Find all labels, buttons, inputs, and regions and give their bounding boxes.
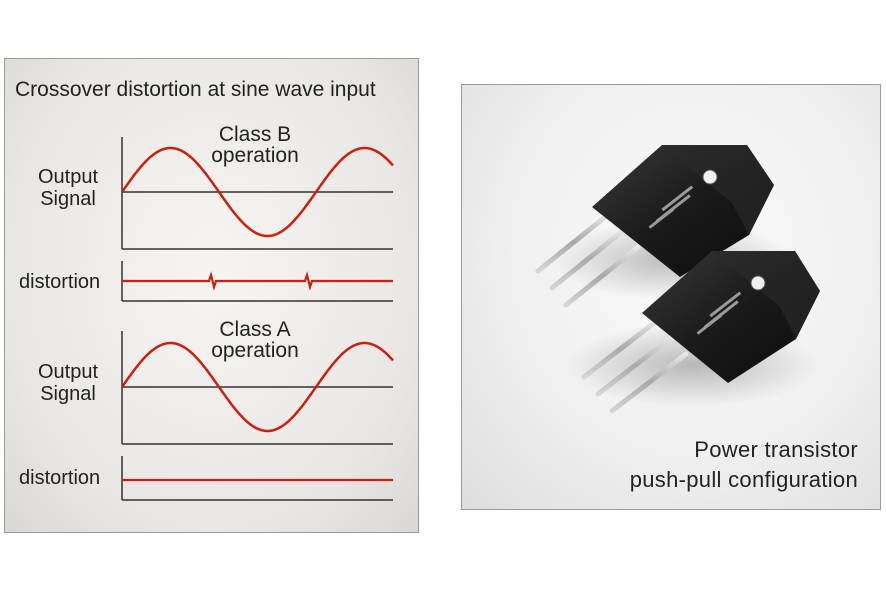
photo-caption-line2: push-pull configuration bbox=[629, 467, 858, 492]
transistor-upper-markings bbox=[648, 185, 694, 229]
class-b-output-waveform bbox=[120, 146, 394, 238]
transistor-lower bbox=[567, 251, 820, 414]
transistor-lower-leads bbox=[581, 317, 689, 414]
output-signal-label-b-line2: Signal bbox=[40, 188, 96, 210]
transistor-lower-tab bbox=[712, 251, 820, 339]
diagram-title: Crossover distortion at sine wave input bbox=[15, 78, 376, 101]
output-signal-label-b-line1: Output bbox=[38, 166, 98, 188]
transistor-upper-leads bbox=[535, 210, 641, 308]
distortion-label-a: distortion bbox=[19, 467, 100, 489]
diagram-svg: Crossover distortion at sine wave input … bbox=[15, 78, 394, 501]
crossover-distortion-diagram: Crossover distortion at sine wave input … bbox=[4, 58, 419, 533]
output-signal-label-a-line2: Signal bbox=[40, 383, 96, 405]
class-a-output-waveform bbox=[120, 341, 394, 433]
transistor-lower-mounting-hole bbox=[750, 275, 766, 291]
class-b-label-line1: Class B bbox=[219, 123, 291, 146]
distortion-label-b: distortion bbox=[19, 271, 100, 293]
transistor-photo-panel: Power transistor push-pull configuration bbox=[461, 84, 881, 510]
transistor-lower-markings bbox=[696, 291, 742, 335]
class-a-label-line2: operation bbox=[211, 339, 299, 362]
transistor-photo bbox=[535, 145, 820, 414]
class-b-label-line2: operation bbox=[211, 144, 299, 167]
output-signal-label-a-line1: Output bbox=[38, 361, 98, 383]
photo-caption-line1: Power transistor bbox=[694, 437, 858, 462]
transistor-upper-mounting-hole bbox=[702, 169, 718, 185]
transistor-upper-tab bbox=[662, 145, 774, 235]
class-a-label-line1: Class A bbox=[219, 318, 290, 341]
class-b-distortion-trace bbox=[122, 271, 393, 291]
